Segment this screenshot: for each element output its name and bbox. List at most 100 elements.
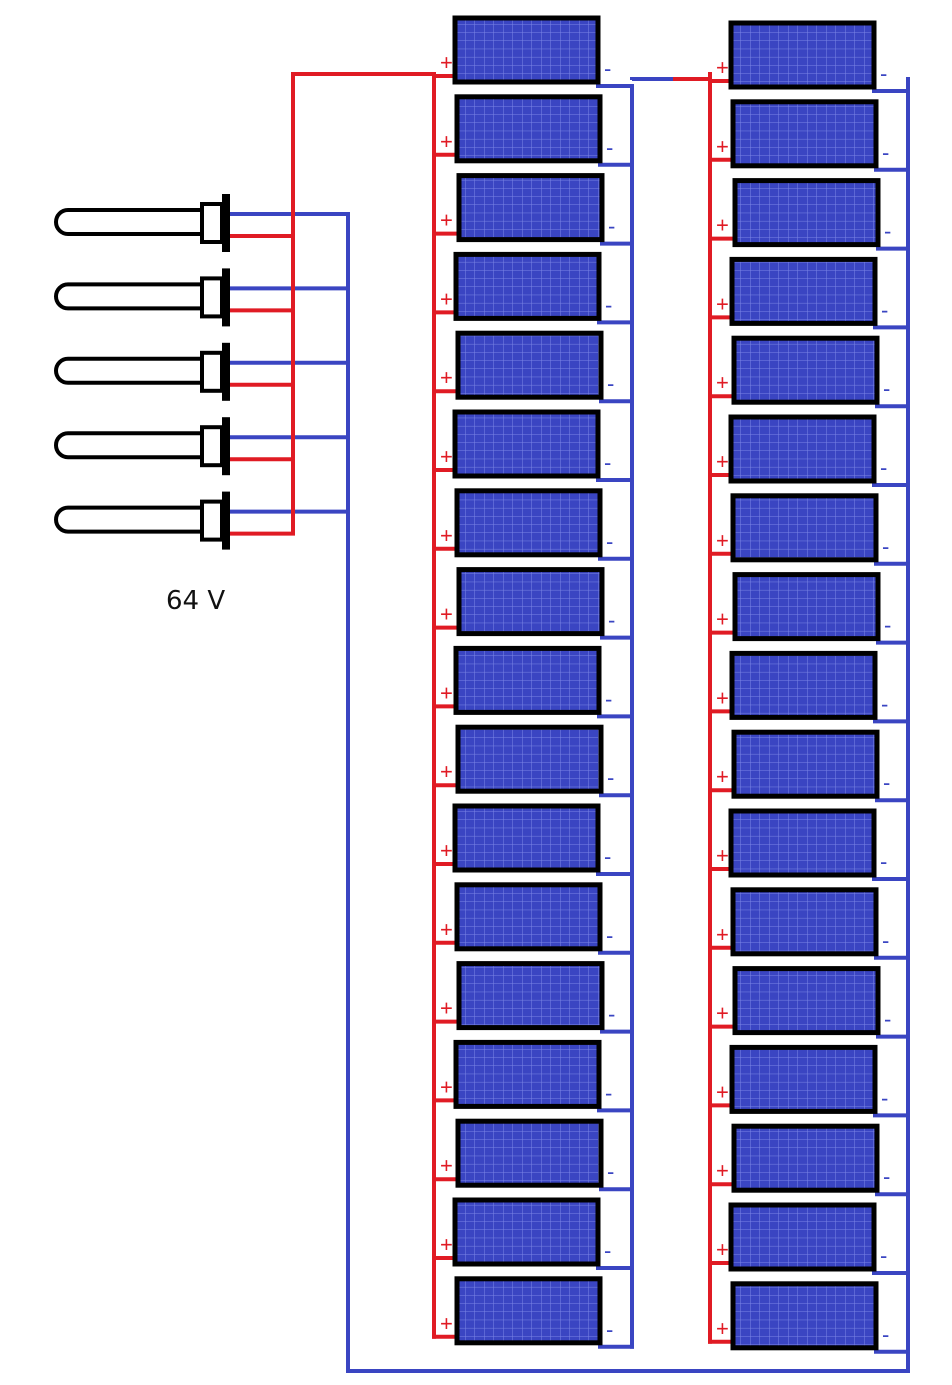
- positive-terminal-label: +: [440, 759, 453, 784]
- solar-panel-icon: +-: [440, 15, 611, 85]
- negative-terminal-label: -: [883, 770, 890, 795]
- solar-panel-icon: +-: [440, 1118, 614, 1188]
- solar-panel-icon: +-: [440, 251, 612, 321]
- negative-terminal-label: -: [605, 1080, 612, 1105]
- series-link-negative: [630, 77, 675, 81]
- solar-panel-icon: +-: [440, 1039, 612, 1109]
- solar-panel-icon: +-: [440, 882, 613, 952]
- negative-terminal-label: -: [604, 56, 611, 81]
- positive-terminal-label: +: [440, 680, 453, 705]
- negative-terminal-label: -: [882, 928, 889, 953]
- solar-panel-icon: +-: [716, 414, 887, 484]
- negative-terminal-label: -: [881, 691, 888, 716]
- negative-terminal-label: -: [881, 297, 888, 322]
- positive-terminal-label: +: [716, 370, 729, 395]
- solar-panel-icon: +-: [716, 493, 889, 563]
- immersion-heater-icon: [54, 342, 230, 401]
- negative-terminal-label: -: [883, 1164, 890, 1189]
- negative-terminal-label: -: [608, 1002, 615, 1027]
- positive-terminal-label: +: [716, 685, 729, 710]
- positive-terminal-label: +: [440, 917, 453, 942]
- negative-terminal-label: -: [880, 61, 887, 86]
- negative-terminal-label: -: [881, 1085, 888, 1110]
- positive-terminal-label: +: [716, 1079, 729, 1104]
- positive-terminal-label: +: [440, 129, 453, 154]
- negative-terminal-label: -: [608, 214, 615, 239]
- negative-terminal-label: -: [604, 844, 611, 869]
- negative-terminal-label: -: [882, 140, 889, 165]
- positive-terminal-label: +: [716, 1316, 729, 1341]
- solar-panel-icon: +-: [716, 966, 891, 1036]
- solar-panel-icon: +-: [716, 650, 888, 720]
- solar-panel-icon: +-: [716, 1202, 887, 1272]
- solar-panel-icon: +-: [440, 94, 613, 164]
- negative-terminal-label: -: [884, 219, 891, 244]
- solar-panel-icon: +-: [716, 808, 887, 878]
- positive-terminal-label: +: [716, 1001, 729, 1026]
- panel-column-1: +-+-+-+-+-+-+-+-+-+-+-+-+-+-+-+-+-: [440, 15, 615, 1346]
- negative-terminal-label: -: [606, 135, 613, 160]
- solar-panel-icon: +-: [716, 1123, 890, 1193]
- immersion-heater-icon: [54, 194, 230, 252]
- solar-panel-icon: +-: [716, 887, 889, 957]
- negative-terminal-label: -: [883, 376, 890, 401]
- positive-terminal-label: +: [440, 444, 453, 469]
- positive-terminal-label: +: [440, 1153, 453, 1178]
- positive-terminal-label: +: [716, 1158, 729, 1183]
- positive-terminal-label: +: [440, 1311, 453, 1336]
- negative-terminal-label: -: [606, 923, 613, 948]
- negative-terminal-label: -: [605, 292, 612, 317]
- solar-panel-icon: +-: [440, 567, 615, 637]
- positive-terminal-label: +: [716, 528, 729, 553]
- solar-panel-icon: +-: [440, 645, 612, 715]
- positive-terminal-label: +: [716, 449, 729, 474]
- solar-panel-icon: +-: [440, 488, 613, 558]
- immersion-heater-icon: [54, 491, 230, 550]
- solar-panel-icon: +-: [716, 572, 891, 642]
- negative-terminal-label: -: [880, 849, 887, 874]
- negative-terminal-label: -: [607, 1159, 614, 1184]
- positive-terminal-label: +: [440, 286, 453, 311]
- positive-terminal-label: +: [716, 213, 729, 238]
- solar-panel-icon: +-: [440, 961, 615, 1031]
- positive-terminal-label: +: [716, 607, 729, 632]
- solar-panel-icon: +-: [440, 409, 611, 479]
- positive-terminal-label: +: [716, 843, 729, 868]
- solar-panel-icon: +-: [440, 724, 614, 794]
- solar-panel-icon: +-: [716, 1044, 888, 1114]
- negative-terminal-label: -: [607, 765, 614, 790]
- wires: [230, 72, 910, 1373]
- solar-panel-icon: +-: [440, 1276, 613, 1346]
- negative-terminal-label: -: [882, 1322, 889, 1347]
- solar-panel-icon: +-: [716, 256, 888, 326]
- panel-column-2: +-+-+-+-+-+-+-+-+-+-+-+-+-+-+-+-+-: [716, 20, 891, 1351]
- solar-panel-icon: +-: [716, 335, 890, 405]
- negative-terminal-label: -: [608, 608, 615, 633]
- solar-panel-icon: +-: [440, 803, 611, 873]
- positive-terminal-label: +: [716, 134, 729, 159]
- positive-terminal-label: +: [440, 1074, 453, 1099]
- solar-panel-icon: +-: [716, 99, 889, 169]
- negative-terminal-label: -: [880, 1243, 887, 1268]
- negative-terminal-label: -: [604, 1238, 611, 1263]
- positive-terminal-label: +: [716, 764, 729, 789]
- positive-terminal-label: +: [440, 523, 453, 548]
- negative-terminal-label: -: [884, 1007, 891, 1032]
- immersion-heater-icon: [54, 417, 230, 476]
- negative-terminal-label: -: [884, 613, 891, 638]
- solar-panel-icon: +-: [716, 729, 890, 799]
- positive-terminal-label: +: [716, 922, 729, 947]
- heater-bank: [54, 194, 230, 550]
- positive-terminal-label: +: [716, 291, 729, 316]
- positive-trunk: [291, 72, 434, 534]
- negative-terminal-label: -: [882, 534, 889, 559]
- positive-terminal-label: +: [440, 602, 453, 627]
- positive-terminal-label: +: [440, 838, 453, 863]
- positive-terminal-label: +: [716, 1237, 729, 1262]
- negative-trunk: [346, 214, 908, 1373]
- positive-terminal-label: +: [716, 55, 729, 80]
- positive-terminal-label: +: [440, 365, 453, 390]
- solar-panel-icon: +-: [440, 173, 615, 243]
- solar-panel-icon: +-: [440, 330, 614, 400]
- solar-panel-icon: +-: [440, 1197, 611, 1267]
